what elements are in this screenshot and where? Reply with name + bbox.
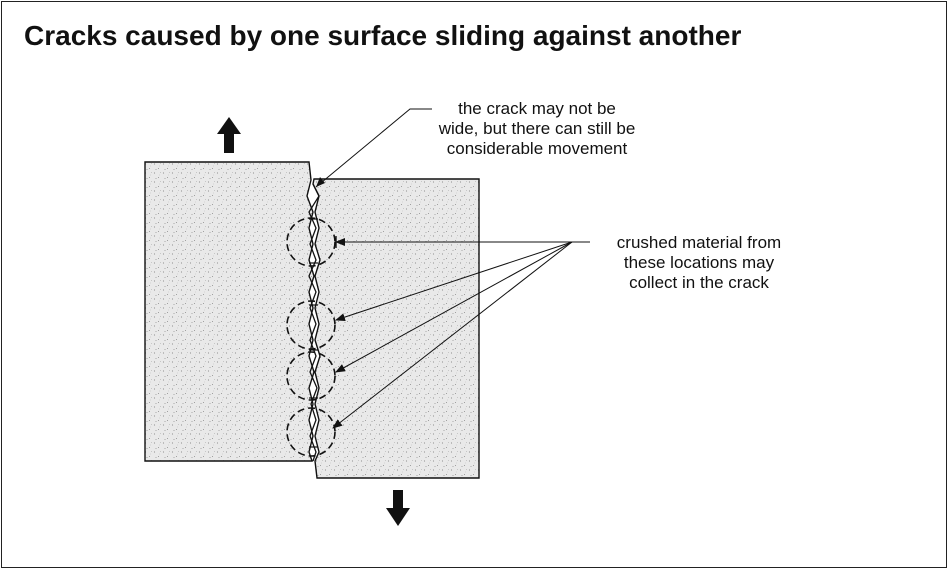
crack-leader-arrowhead [316, 177, 325, 187]
annotation-line: considerable movement [446, 139, 628, 158]
annotation-line: these locations may [623, 253, 775, 272]
crack-width-annotation: the crack may not be wide, but there can… [396, 99, 678, 159]
annotation-line: crushed material from [616, 233, 782, 252]
crack-leader [315, 108, 432, 188]
left-block [144, 161, 315, 462]
crush-zones [286, 217, 336, 457]
crushed-material-annotation: crushed material from these locations ma… [590, 233, 808, 293]
crush-zone-3 [286, 351, 336, 401]
right-block [312, 178, 480, 479]
figure-title: Cracks caused by one surface sliding aga… [24, 20, 742, 51]
crushed-leaders [332, 238, 590, 429]
up-arrow-icon [217, 117, 241, 153]
down-arrow-icon [386, 490, 410, 526]
annotation-line: the crack may not be [458, 99, 616, 118]
crush-zone-2 [286, 300, 336, 350]
annotation-line: wide, but there can still be [438, 119, 636, 138]
crush-zone-4 [286, 407, 336, 457]
crack-ticks [309, 218, 318, 448]
crack-line [308, 183, 320, 462]
annotation-line: collect in the crack [629, 273, 769, 292]
